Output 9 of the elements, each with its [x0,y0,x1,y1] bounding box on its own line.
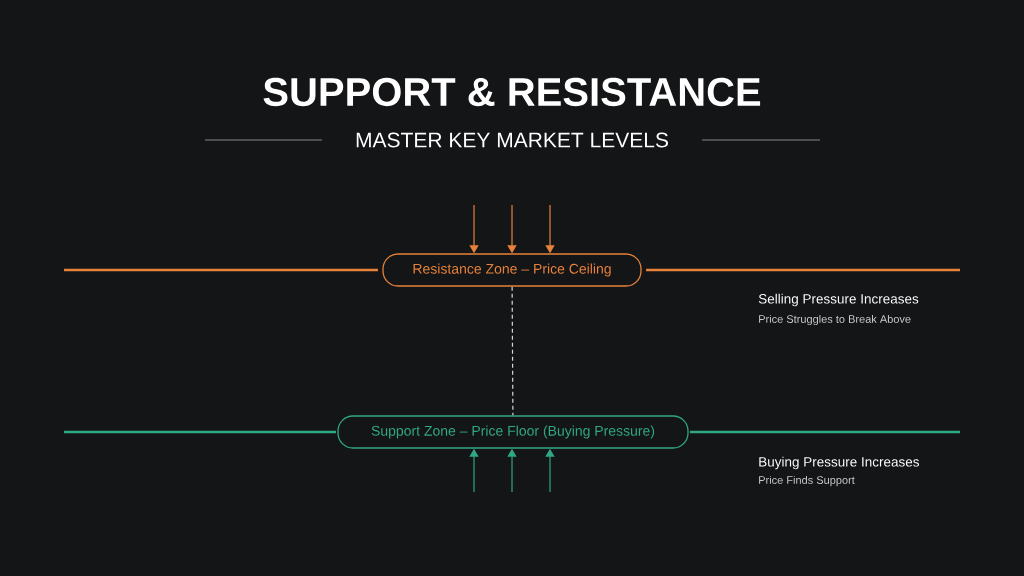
dashed-connector [511,286,514,416]
side-note-text: Price Finds Support [759,475,855,487]
support-zone-pill: Support Zone – Price Floor (Buying Pressure) [337,415,689,449]
title: SUPPORT & RESISTANCE [263,77,761,107]
subtitle: MASTER KEY MARKET LEVELS [356,132,668,148]
side-note-text: Price Struggles to Break Above [759,314,911,326]
side-text: Buying Pressure Increases [759,456,919,470]
resistance-zone-pill: Resistance Zone – Price Ceiling [382,253,642,287]
side-text: Selling Pressure Increases [758,293,919,307]
